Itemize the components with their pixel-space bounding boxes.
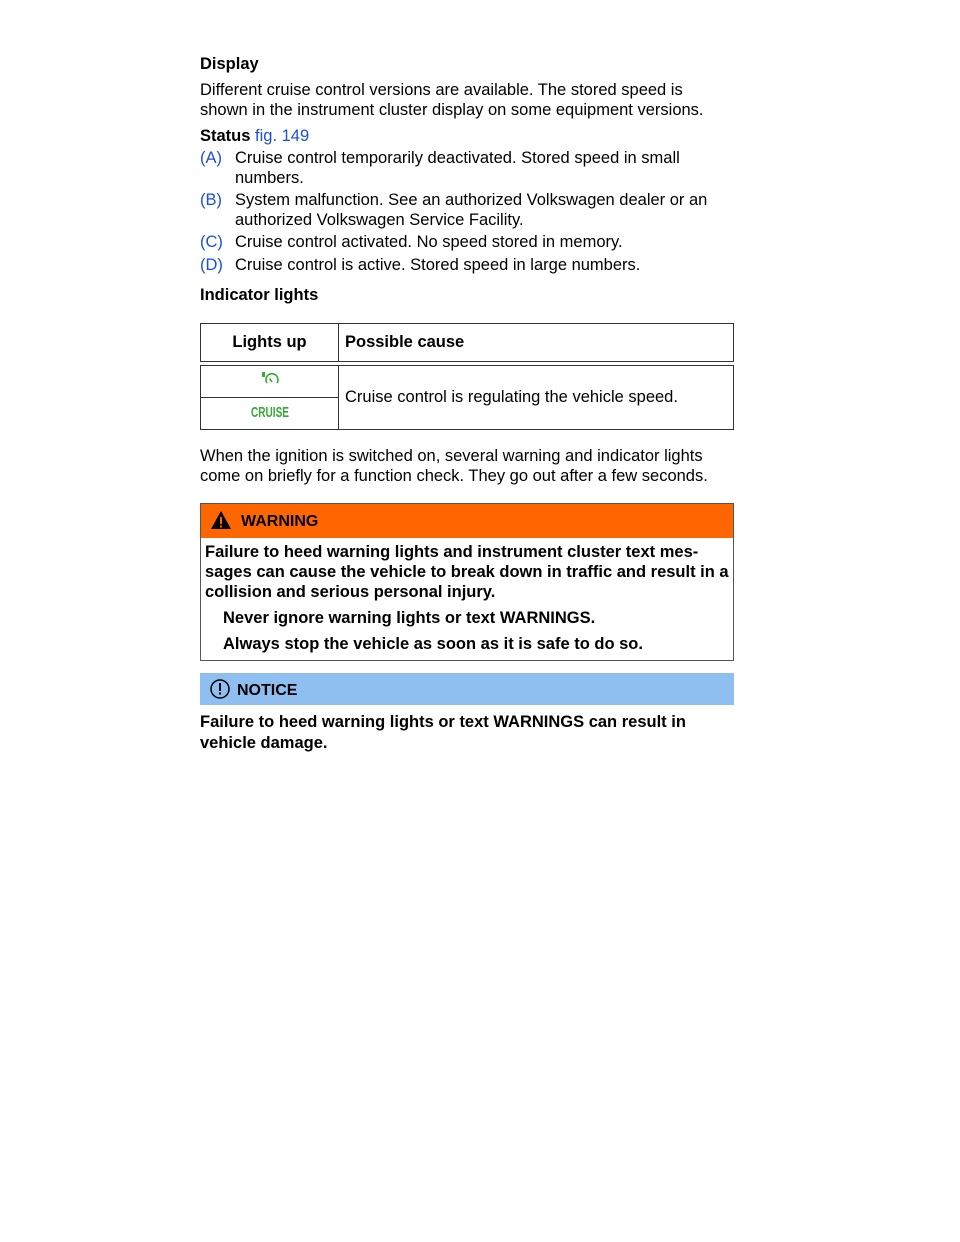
warning-label: WARNING [241, 513, 319, 530]
indicator-heading: Indicator lights [200, 286, 319, 304]
warning-header: WARNING [201, 504, 733, 538]
warning-box: WARNING Failure to heed warning lights a… [200, 503, 734, 661]
status-item-key[interactable]: (B) [200, 191, 222, 209]
display-text: Different cruise control versions are av… [200, 81, 704, 119]
indicator-cell-speedometer [200, 365, 339, 398]
fig-reference-link[interactable]: fig. 149 [255, 127, 310, 145]
warning-triangle-icon [211, 511, 231, 529]
warning-text: Failure to heed warning lights and instr… [205, 543, 729, 601]
col-header-possible-cause: Possible cause [338, 323, 734, 362]
status-item-key[interactable]: (D) [200, 256, 223, 274]
cruise-icon-text: CRUISE [251, 404, 289, 420]
col-header-lights-up: Lights up [200, 323, 339, 362]
display-heading: Display [200, 55, 259, 73]
warning-body: Failure to heed warning lights and instr… [201, 538, 733, 660]
indicator-table: Lights up Possible cause Cruise control … [200, 323, 734, 430]
status-item-text: Cruise control temporarily deactivated. … [235, 149, 680, 187]
status-label: Status [200, 127, 251, 145]
notice-header: NOTICE [200, 673, 734, 705]
status-item-text: Cruise control activated. No speed store… [235, 233, 623, 251]
status-item-text: Cruise control is active. Stored speed i… [235, 256, 641, 274]
status-item-key[interactable]: (A) [200, 149, 222, 167]
notice-text: Failure to heed warning lights or text W… [200, 713, 686, 752]
exclamation-circle-icon [210, 679, 230, 699]
notice-label: NOTICE [237, 682, 298, 699]
warning-bullet: Always stop the vehicle as soon as it is… [223, 635, 643, 653]
status-line: Status fig. 149 [200, 126, 734, 146]
cruise-text-icon: CRUISE [251, 404, 289, 421]
status-item-key[interactable]: (C) [200, 233, 223, 251]
indicator-cause: Cruise control is regulating the vehicle… [338, 365, 734, 430]
ignition-text: When the ignition is switched on, severa… [200, 447, 708, 485]
status-item-text: System malfunction. See an authorized Vo… [235, 191, 708, 229]
indicator-cell-cruise: CRUISE [200, 397, 339, 430]
speedometer-cruise-icon [261, 372, 279, 384]
warning-bullet: Never ignore warning lights or text WARN… [223, 609, 596, 627]
